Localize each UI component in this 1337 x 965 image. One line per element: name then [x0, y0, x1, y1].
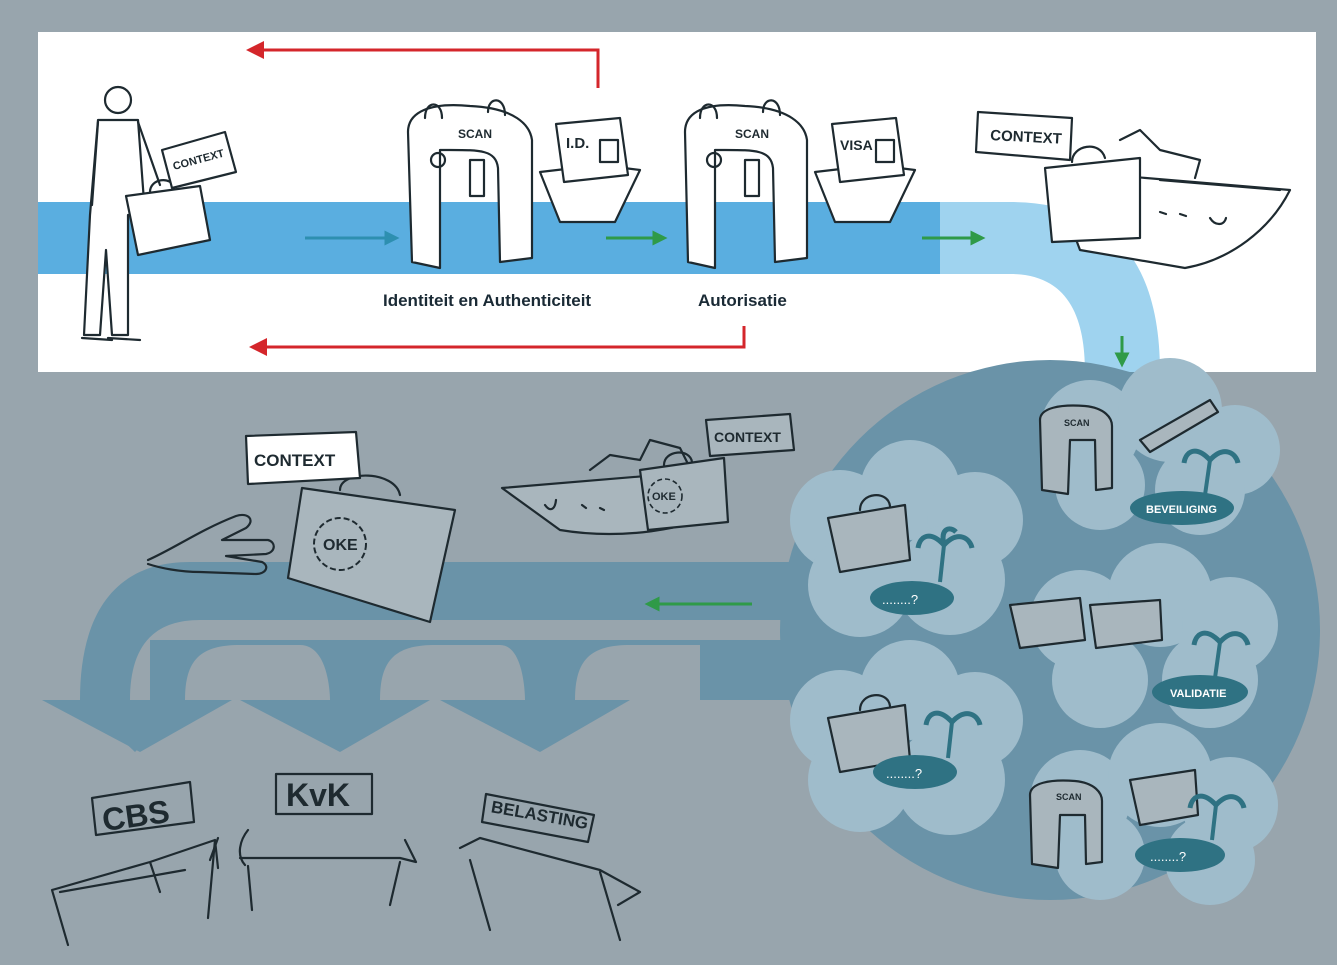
visa-card-label: VISA: [840, 137, 873, 153]
kvk-label: KvK: [286, 777, 350, 813]
unknown-label-1: ........?: [882, 592, 918, 607]
scan-label-1: SCAN: [458, 127, 492, 141]
oke-label-hand: OKE: [323, 537, 358, 554]
stream-splits: [185, 645, 700, 700]
context-label-ship-bottom: CONTEXT: [714, 429, 781, 445]
scan-mini-label-1: SCAN: [1064, 418, 1090, 428]
context-label-hand: CONTEXT: [254, 451, 336, 470]
context-tag-ship-bottom: CONTEXT: [706, 414, 794, 456]
cloud-briefcase-3: [1130, 770, 1198, 825]
oke-label-ship: OKE: [652, 491, 676, 503]
scan-mini-label-2: SCAN: [1056, 792, 1082, 802]
beveiliging-label: BEVEILIGING: [1146, 504, 1217, 516]
identity-label: Identiteit en Authenticiteit: [383, 291, 591, 310]
unknown-label-2: ........?: [886, 766, 922, 781]
id-card-label: I.D.: [566, 135, 589, 152]
scan-label-2: SCAN: [735, 127, 769, 141]
context-tag-ship-top: CONTEXT: [976, 112, 1072, 160]
validatie-label: VALIDATIE: [1170, 688, 1226, 700]
context-tag-hand: CONTEXT: [246, 432, 360, 484]
down-arrows: [42, 700, 630, 752]
authorization-label: Autorisatie: [698, 291, 787, 310]
unknown-label-3: ........?: [1150, 849, 1186, 864]
